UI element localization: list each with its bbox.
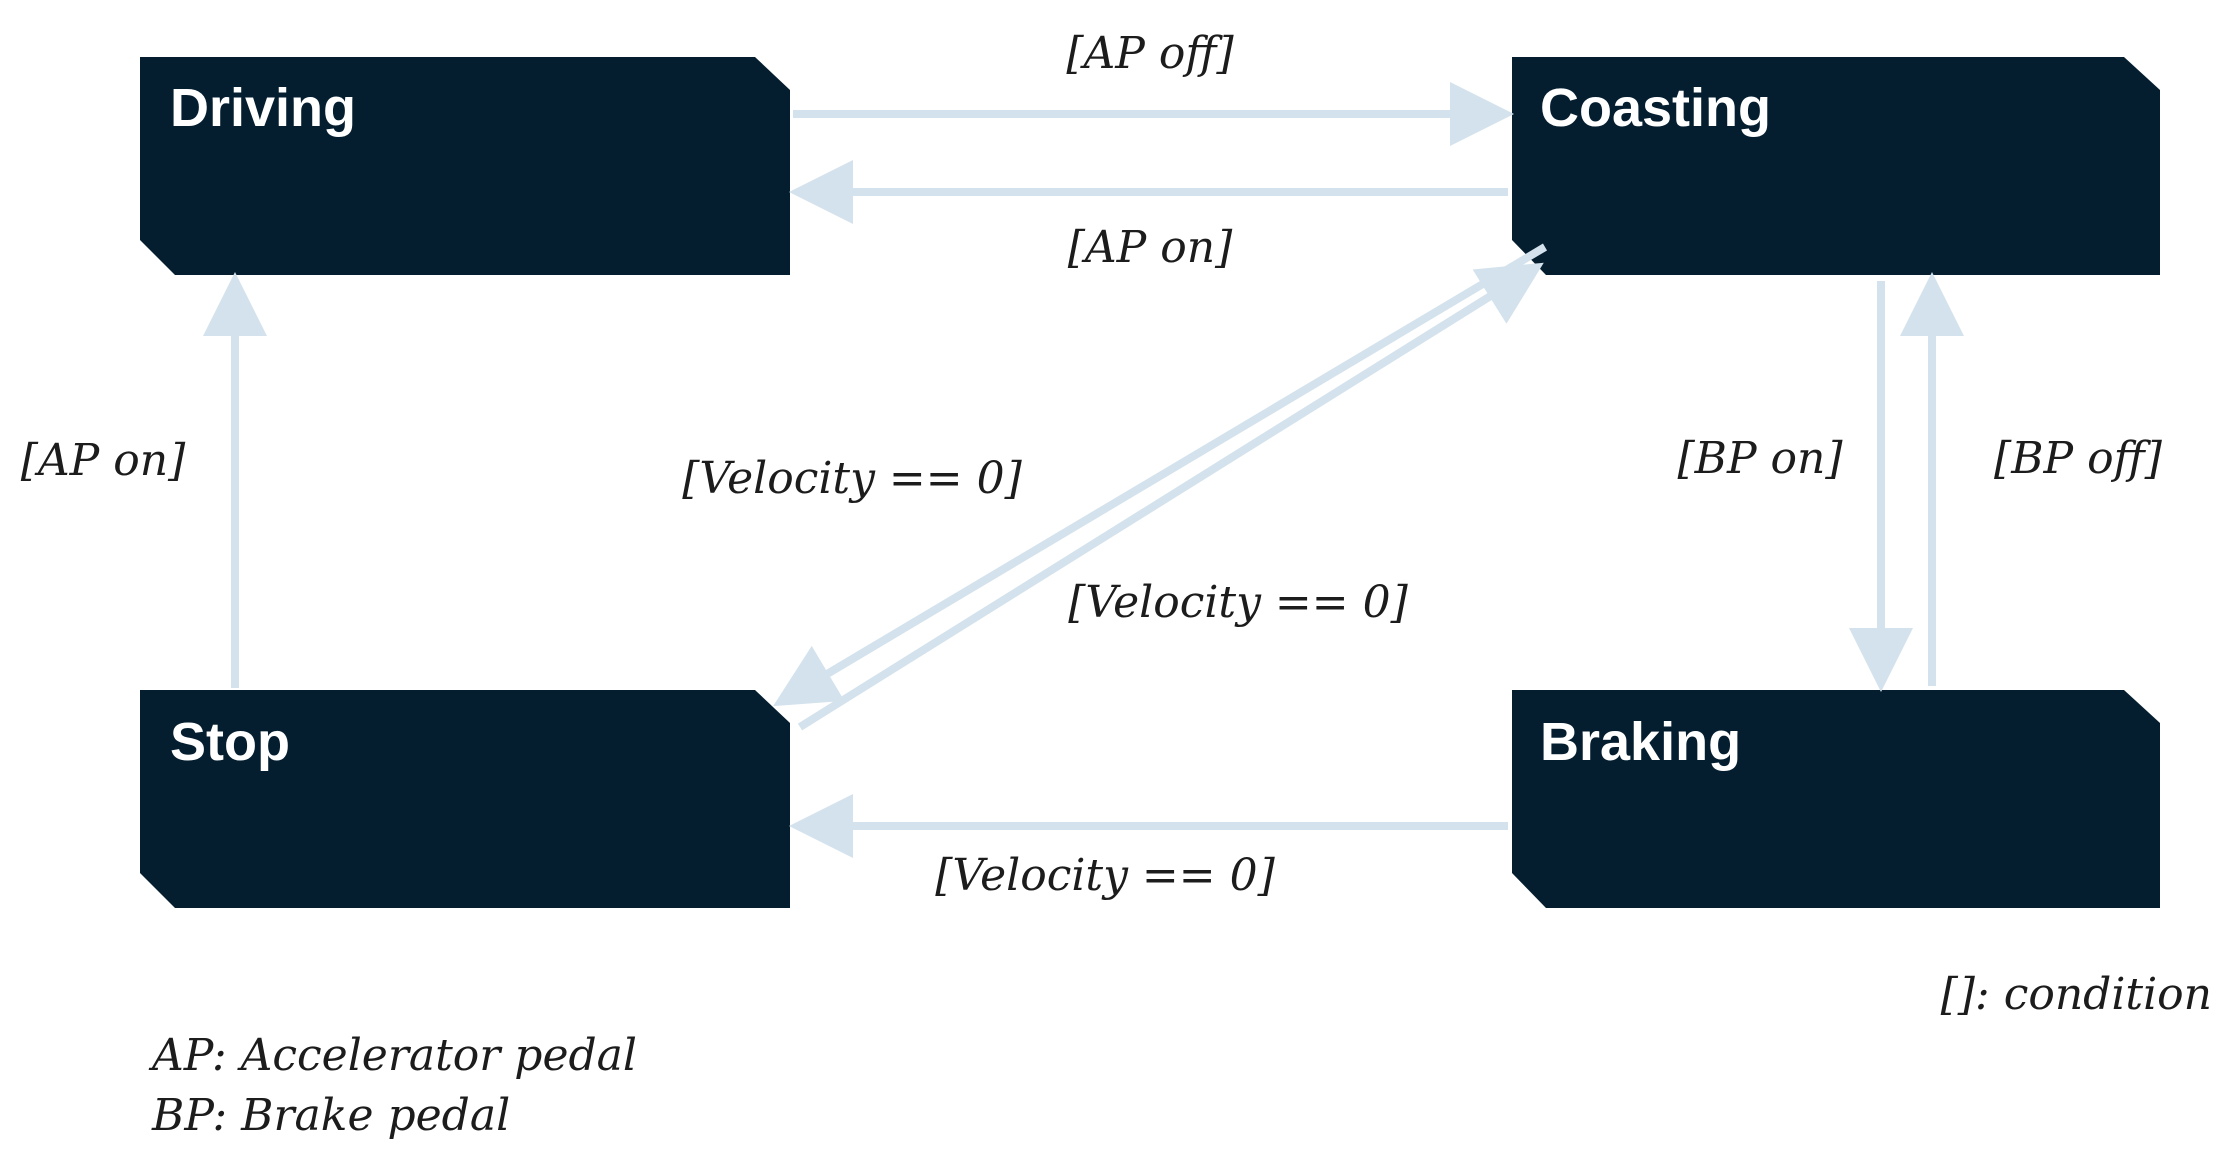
arrow-coasting-to-stop (773, 243, 1548, 707)
label-stop-to-coasting: [Velocity == 0] (1068, 577, 1408, 628)
state-driving: Driving (140, 57, 790, 275)
state-stop-label: Stop (170, 712, 290, 772)
state-coasting: Coasting (1512, 57, 2160, 275)
label-coasting-to-braking: [BP on] (1677, 433, 1843, 484)
legend-bp: BP: Brake pedal (151, 1090, 510, 1141)
label-stop-to-driving: [AP on] (21, 435, 186, 486)
arrow-stop-to-coasting (797, 262, 1544, 731)
state-braking: Braking (1512, 690, 2160, 908)
label-coasting-to-driving: [AP on] (1068, 222, 1233, 273)
state-driving-box (140, 57, 790, 275)
state-coasting-label: Coasting (1540, 78, 1771, 138)
label-braking-to-coasting: [BP off] (1994, 433, 2163, 484)
label-coasting-to-stop: [Velocity == 0] (682, 453, 1022, 504)
state-coasting-box (1512, 57, 2160, 275)
label-driving-to-coasting: [AP off] (1066, 28, 1234, 79)
label-braking-to-stop: [Velocity == 0] (935, 850, 1275, 901)
state-braking-label: Braking (1540, 712, 1741, 772)
state-braking-box (1512, 690, 2160, 908)
state-stop: Stop (140, 690, 790, 908)
legend-condition: []: condition (1941, 969, 2212, 1020)
state-stop-box (140, 690, 790, 908)
state-driving-label: Driving (170, 78, 356, 138)
legend-ap: AP: Accelerator pedal (148, 1030, 637, 1081)
